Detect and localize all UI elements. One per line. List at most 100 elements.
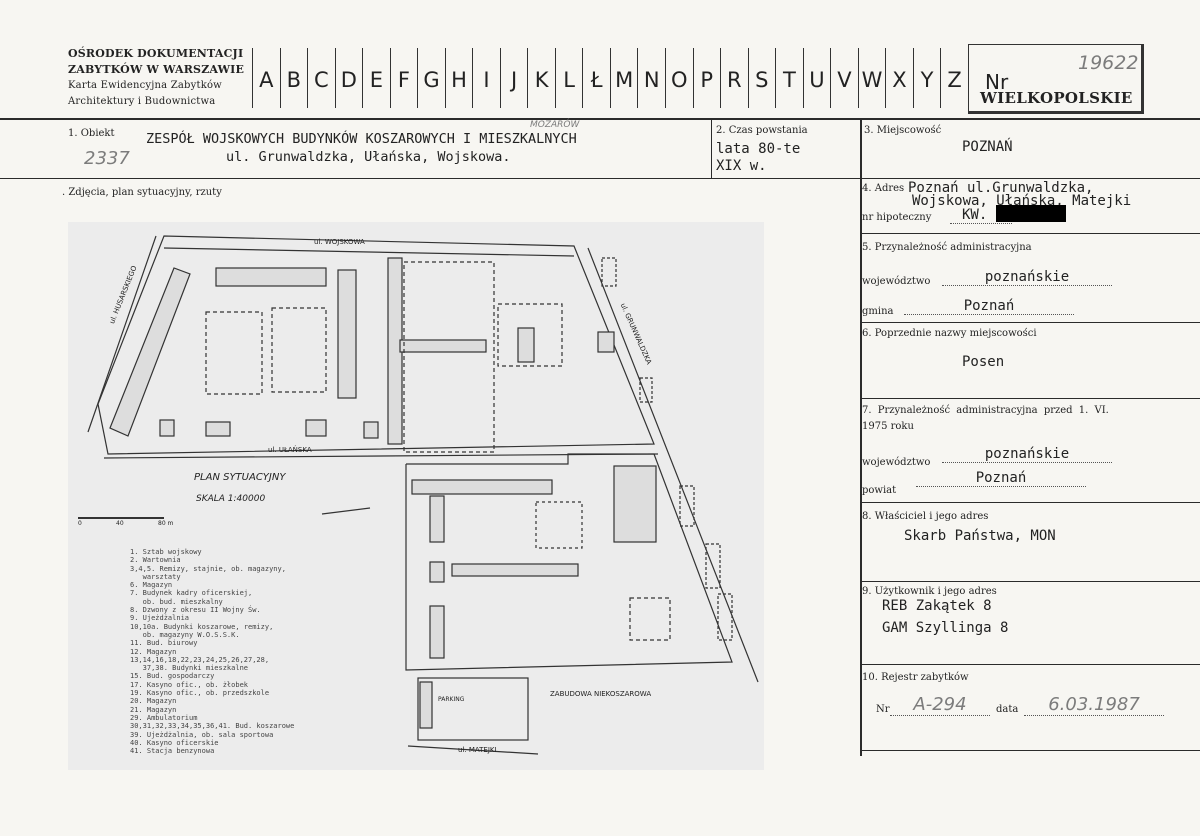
building-1 [305,419,327,437]
legend-item: 8. Dzwony z okresu II Wojny Św. [130,606,261,615]
building-33 [411,479,553,495]
legend-item: 13,14,16,18,22,23,24,25,26,27,28, [130,655,270,664]
parking-area [417,677,529,741]
rejestr-label: 10. Rejestr zabytków [862,672,969,683]
legend-item: 39. Ujeżdżalnia, ob. sala sportowa [130,730,274,739]
building-5 [109,267,191,437]
building-17 [597,331,615,353]
powiat-value: Poznań [916,470,1086,487]
building-34 [429,605,445,659]
czas-line2: XIX w. [716,158,767,174]
site-plan-drawing [78,235,759,755]
rule-after-4 [860,233,1200,234]
hipoteczny-value: KW. [950,207,1012,224]
zone-label: ZABUDOWA NIEKOSZAROWA [550,690,652,698]
plan-title: PLAN SYTUACYJNY [194,472,286,483]
upper-block-outline [97,235,655,455]
legend-item: 7. Budynek kadry oficerskiej, [130,589,253,598]
building-24 [717,593,733,641]
building-25 [629,597,671,641]
building-38 [419,681,433,729]
adres-label: 4. Adres [862,183,905,194]
institution-line4: Architektury i Budownictwa [68,96,216,107]
czas-line1: lata 80-te [716,141,801,157]
street-label-middle: ul. UŁAŃSKA [268,446,312,454]
building-36 [429,561,445,583]
rule-after-5 [860,322,1200,323]
przyn75-label2: 1975 roku [862,421,914,432]
wlasc-value: Skarb Państwa, MON [904,528,1056,544]
street-edge-wojskowa [163,247,575,257]
alphabet-letter: Z [940,48,968,108]
building-32 [451,563,579,577]
plan-scale: SKALA 1:40000 [196,494,266,504]
institution-line2: ZABYTKÓW W WARSZAWIE [68,63,245,76]
uzytk-line1: REB Zakątek 8 [882,598,992,614]
building-7 [205,421,231,437]
alphabet-letter: I [472,48,500,108]
legend-item: 2. Wartownia [130,556,181,565]
woj-label: województwo [862,276,931,287]
site-plan-photo: ul. WOJSKOWA ul. HUSARSKIEGO ul. GRUNWAL… [68,222,764,770]
poprz-label: 6. Poprzednie nazwy miejscowości [862,328,1037,339]
rule-after-10 [860,750,1200,751]
rejestr-nr: A-294 [890,694,990,716]
institution-line1: OŚRODEK DOKUMENTACJI [68,47,244,60]
scale-tick-40: 40 [116,520,124,527]
legend-item: warsztaty [130,572,181,581]
gmina-value: Poznań [904,298,1074,315]
zdjecia-label: . Zdjęcia, plan sytuacyjny, rzuty [62,187,222,198]
building-18 [639,377,653,403]
uzytk-line2: GAM Szyllinga 8 [882,620,1009,636]
legend-item: 9. Ujeżdżalnia [130,614,190,623]
przyn-label: 5. Przynależność administracyjna [862,242,1032,253]
rule-after-9 [860,664,1200,665]
rejestr-nr-label: Nr [876,704,890,715]
north-arrow [321,507,371,515]
street-edge-ulanska [103,453,659,459]
czas-label: 2. Czas powstania [716,125,808,136]
alphabet-letter: M [609,48,638,108]
rejestr-data-label: data [996,704,1019,715]
legend-item: 29. Ambulatorium [130,713,198,722]
alphabet-letter: C [307,48,335,108]
scale-tick-80: 80 m [158,520,174,527]
col-divider-right [860,118,862,756]
poprz-value: Posen [962,354,1005,370]
lower-block-outline [405,453,733,671]
obiekt-line2: ul. Grunwaldzka, Ułańska, Wojskowa. [226,149,511,165]
courtyard-c [403,261,495,453]
building-26 [705,543,721,589]
street-label-top: ul. WOJSKOWA [314,238,365,246]
alphabet-letter: O [664,48,693,108]
alphabet-letter: N [637,48,665,108]
courtyard-b [271,307,327,393]
miejsc-label: 3. Miejscowość [864,125,942,136]
legend-item: ob. bud. mieszkalny [130,597,223,606]
woj75-label: województwo [862,457,931,468]
legend-item: 19. Kasyno ofic., ob. przedszkole [130,689,270,698]
alphabet-letter: K [527,48,555,108]
building-29 [613,465,657,543]
obiekt-handnum: 2337 [84,148,130,169]
alphabet-letter: Ł [582,48,610,108]
alphabet-letter: H [444,48,473,108]
alphabet-letter: E [362,48,390,108]
legend-item: 30,31,32,33,34,35,36,41. Bud. koszarowe [130,722,295,731]
street-edge-grunwaldzka [587,247,759,683]
courtyard-a [205,311,263,395]
institution-block: OŚRODEK DOKUMENTACJI ZABYTKÓW W WARSZAWI… [68,46,244,110]
rejestr-data: 6.03.1987 [1024,694,1164,716]
courtyard-d [497,303,563,367]
alphabet-letter: X [885,48,913,108]
number-box [968,44,1144,114]
alphabet-letter: R [720,48,748,108]
redaction-block [996,205,1066,222]
legend-item: 1. Sztab wojskowy [130,548,202,556]
building-2 [363,421,379,439]
building-19 [517,327,535,363]
rule-after-7 [860,502,1200,503]
legend-item: 21. Magazyn [130,705,177,714]
